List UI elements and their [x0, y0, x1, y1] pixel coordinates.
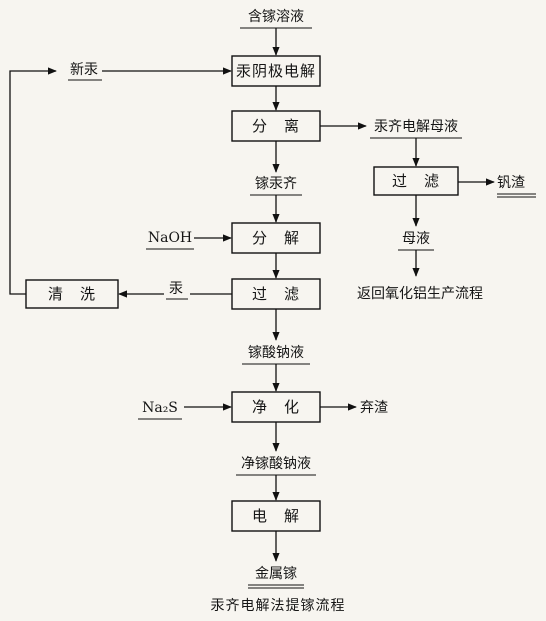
gallium-amalgam-label: 镓汞齐 [255, 176, 297, 192]
na2s-label: Na₂S [142, 400, 178, 416]
vanadium-residue-label: 钒渣 [497, 175, 525, 191]
mercury-cathode-electrolysis-label: 汞阴极电解 [236, 62, 316, 80]
feed-label: 含镓溶液 [248, 9, 304, 25]
discarded-residue-label: 弃渣 [360, 400, 388, 416]
mother-liquor-label: 母液 [402, 231, 430, 247]
arrow-washing-recycle-to-fresh-mercury [9, 67, 57, 295]
electrolysis-label: 电 解 [252, 507, 300, 525]
fresh-mercury-label: 新汞 [70, 62, 98, 78]
pure-sodium-gallate-label: 净镓酸钠液 [241, 456, 311, 472]
separation-label: 分 离 [252, 117, 300, 135]
washing-label: 清 洗 [48, 285, 96, 303]
mercury-label: 汞 [169, 281, 183, 297]
amalgam-electrolysis-mother-liquor-label: 汞齐电解母液 [374, 119, 458, 135]
filtration-side-label: 过 滤 [392, 172, 440, 190]
figure-caption: 汞齐电解法提镓流程 [211, 598, 346, 614]
purification-label: 净 化 [252, 398, 300, 416]
sodium-gallate-label: 镓酸钠液 [248, 345, 304, 361]
filtration-main-label: 过 滤 [252, 285, 300, 303]
metallic-gallium-label: 金属镓 [255, 566, 297, 582]
naoh-label: NaOH [148, 230, 192, 246]
decomposition-label: 分 解 [252, 229, 300, 247]
return-to-alumina-label: 返回氧化铝生产流程 [357, 286, 483, 302]
